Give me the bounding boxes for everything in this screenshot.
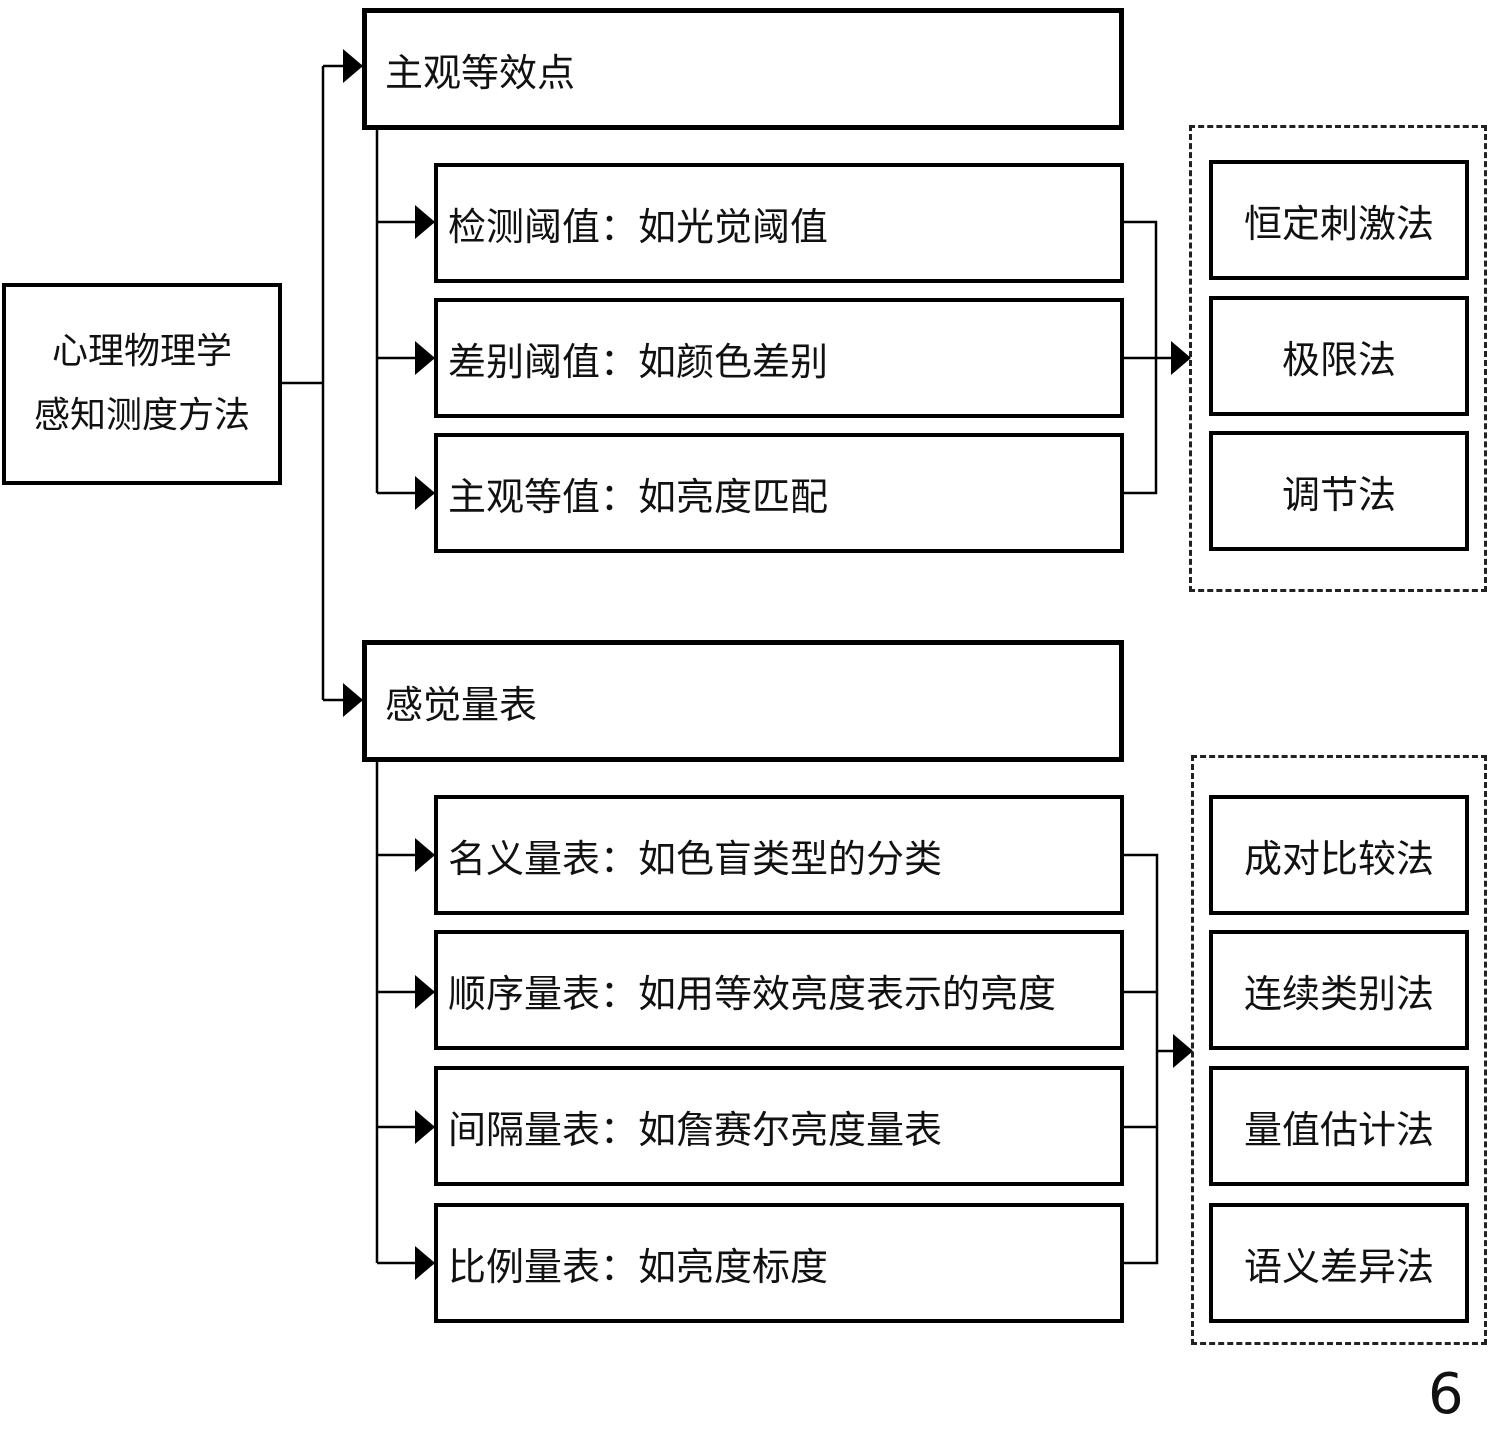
item-nominal-scale: 名义量表：如色盲类型的分类 — [434, 795, 1124, 915]
method-label: 调节法 — [1281, 472, 1396, 517]
methods-group-1 — [1189, 125, 1487, 592]
item-detection-threshold: 检测阈值：如光觉阈值 — [434, 163, 1124, 283]
item-label: 顺序量表：如用等效亮度表示的亮度 — [448, 971, 1057, 1016]
item-difference-threshold: 差别阈值：如颜色差别 — [434, 298, 1124, 418]
item-label: 检测阈值：如光觉阈值 — [448, 204, 829, 249]
item-subjective-equality: 主观等值：如亮度匹配 — [434, 433, 1124, 553]
method-label: 连续类别法 — [1243, 971, 1434, 1016]
category-pse: 主观等效点 — [362, 8, 1124, 130]
category-title: 主观等效点 — [385, 50, 576, 95]
method-label: 量值估计法 — [1243, 1107, 1434, 1152]
item-label: 差别阈值：如颜色差别 — [448, 339, 829, 384]
category-sensory-scales: 感觉量表 — [362, 640, 1124, 762]
item-interval-scale: 间隔量表：如詹赛尔亮度量表 — [434, 1066, 1124, 1186]
root-connector — [282, 49, 363, 717]
method-label: 语义差异法 — [1243, 1244, 1434, 1289]
item-label: 比例量表：如亮度标度 — [448, 1244, 829, 1289]
method-label: 极限法 — [1281, 337, 1396, 382]
item-label: 名义量表：如色盲类型的分类 — [448, 836, 943, 881]
category-title: 感觉量表 — [385, 682, 538, 727]
methods-group-2 — [1191, 755, 1487, 1345]
root-title-line1: 心理物理学 — [51, 331, 232, 372]
method-successive-categories: 连续类别法 — [1209, 930, 1469, 1050]
method-semantic-differential: 语义差异法 — [1209, 1203, 1469, 1323]
method-adjustment: 调节法 — [1209, 431, 1469, 551]
method-label: 成对比较法 — [1243, 836, 1434, 881]
root-node: 心理物理学 感知测度方法 — [2, 283, 282, 485]
method-magnitude-estimation: 量值估计法 — [1209, 1066, 1469, 1186]
method-paired-comparison: 成对比较法 — [1209, 795, 1469, 915]
item-label: 间隔量表：如詹赛尔亮度量表 — [448, 1107, 943, 1152]
page-number: 6 — [1428, 1362, 1464, 1427]
root-title-line2: 感知测度方法 — [33, 395, 250, 436]
method-limits: 极限法 — [1209, 296, 1469, 416]
method-label: 恒定刺激法 — [1243, 201, 1434, 246]
item-ordinal-scale: 顺序量表：如用等效亮度表示的亮度 — [434, 930, 1124, 1050]
item-label: 主观等值：如亮度匹配 — [448, 474, 829, 519]
item-ratio-scale: 比例量表：如亮度标度 — [434, 1203, 1124, 1323]
method-constant-stimuli: 恒定刺激法 — [1209, 160, 1469, 280]
